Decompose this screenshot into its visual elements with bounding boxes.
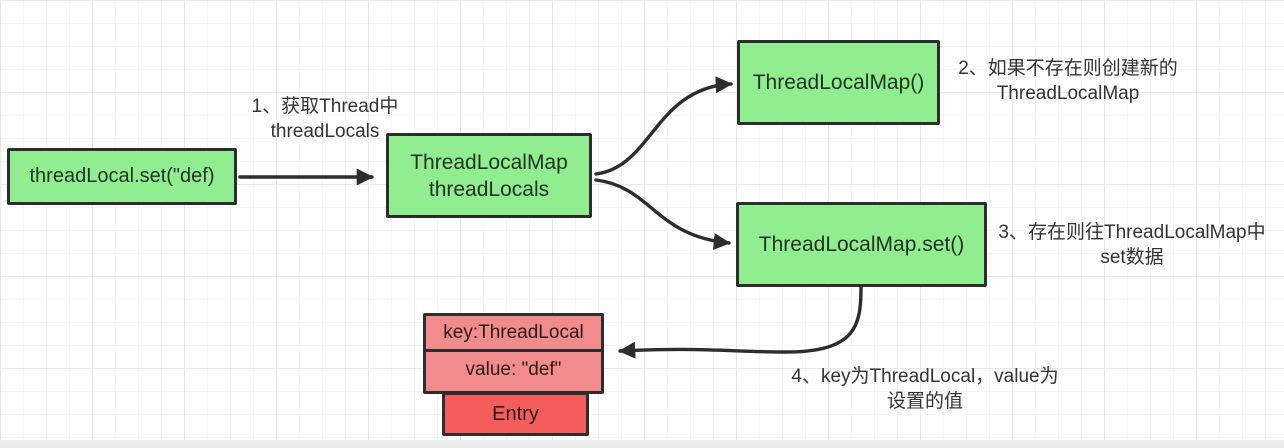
node-threadlocalmap-set: ThreadLocalMap.set() bbox=[736, 202, 987, 287]
arrow-set-to-entry bbox=[618, 285, 863, 359]
canvas-bottom-edge bbox=[0, 440, 1284, 448]
entry-label: Entry bbox=[492, 402, 539, 425]
node-label: threadLocal.set("def) bbox=[29, 165, 215, 187]
annotation-line1: 1、获取Thread中 bbox=[251, 96, 399, 117]
annotation-line2: threadLocals bbox=[270, 121, 380, 142]
entry-value-label: value: "def" bbox=[465, 359, 562, 380]
annotation-step4: 4、key为ThreadLocal，value为 设置的值 bbox=[770, 364, 1080, 414]
node-label-line2: threadLocals bbox=[428, 177, 550, 201]
entry-box: Entry bbox=[442, 392, 589, 436]
annotation-step2: 2、如果不存在则创建新的 ThreadLocalMap bbox=[940, 56, 1196, 106]
annotation-line1: 3、存在则往ThreadLocalMap中 bbox=[998, 222, 1266, 243]
annotation-line1: 2、如果不存在则创建新的 bbox=[958, 58, 1178, 79]
entry-value-row: value: "def" bbox=[426, 352, 601, 388]
entry-key-value-box: key:ThreadLocal value: "def" bbox=[423, 313, 604, 394]
annotation-line2: ThreadLocalMap bbox=[996, 83, 1140, 104]
annotation-line2: set数据 bbox=[1100, 247, 1164, 268]
annotation-line2: 设置的值 bbox=[886, 391, 963, 412]
node-label-line1: ThreadLocalMap bbox=[410, 150, 568, 174]
entry-key-label: key:ThreadLocal bbox=[443, 321, 584, 343]
node-threadlocalmap-threadlocals: ThreadLocalMap threadLocals bbox=[386, 133, 592, 218]
node-threadlocal-set-call: threadLocal.set("def) bbox=[7, 148, 237, 205]
annotation-step3: 3、存在则往ThreadLocalMap中 set数据 bbox=[980, 220, 1284, 270]
node-threadlocalmap-constructor: ThreadLocalMap() bbox=[737, 40, 940, 125]
entry-key-row: key:ThreadLocal bbox=[426, 316, 601, 352]
annotation-line1: 4、key为ThreadLocal，value为 bbox=[791, 366, 1059, 387]
node-label: ThreadLocalMap.set() bbox=[758, 233, 965, 256]
arrow-map-to-set bbox=[594, 178, 731, 251]
annotation-step1: 1、获取Thread中 threadLocals bbox=[195, 94, 455, 144]
arrow-map-to-ctor bbox=[594, 76, 733, 176]
node-label: ThreadLocalMap() bbox=[752, 71, 925, 94]
